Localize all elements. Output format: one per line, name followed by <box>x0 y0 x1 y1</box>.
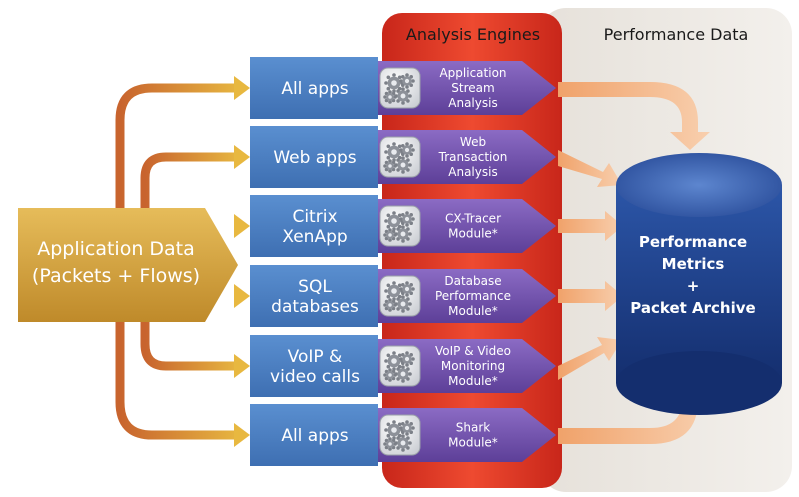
category-label: Web apps <box>273 148 356 168</box>
engine-label: Shark <box>456 421 491 435</box>
engine-label: Analysis <box>448 165 497 179</box>
storage-label-line-3: + <box>687 277 700 295</box>
category-box: All apps <box>250 404 378 466</box>
engine-label: Module* <box>448 304 498 318</box>
gears-icon <box>379 414 421 456</box>
engine-label: Monitoring <box>441 359 505 373</box>
feeder-arrowhead-3 <box>234 214 250 238</box>
engine-label: Web <box>460 135 486 149</box>
output-arrow-5 <box>558 337 622 380</box>
engine-label: VoIP & Video <box>435 344 511 358</box>
engine-label: Module* <box>448 227 498 241</box>
category-label: XenApp <box>282 227 347 247</box>
feeder-arrowhead-2 <box>234 145 250 169</box>
engine-label: CX-Tracer <box>445 212 501 226</box>
category-label: All apps <box>281 426 348 446</box>
category-label: video calls <box>270 367 360 387</box>
engine-label: Module* <box>448 374 498 388</box>
category-label: All apps <box>281 79 348 99</box>
feeder-arrowhead-4 <box>234 284 250 308</box>
database-cylinder: Performance Metrics + Packet Archive <box>616 153 782 415</box>
feeder-arrowhead-5 <box>234 354 250 378</box>
gears-icon <box>379 136 421 178</box>
engine-label: Analysis <box>448 96 497 110</box>
category-label: VoIP & <box>288 347 343 367</box>
feeder-arrowhead-1 <box>234 76 250 100</box>
category-box: Web apps <box>250 126 378 188</box>
source-label-line-1: Application Data <box>37 238 195 260</box>
category-label: Citrix <box>292 207 337 227</box>
gears-icon <box>379 67 421 109</box>
application-data-source: Application Data (Packets + Flows) <box>18 208 238 322</box>
category-label: SQL <box>298 277 332 297</box>
engine-label: Module* <box>448 436 498 450</box>
engine-label: Transaction <box>438 150 508 164</box>
source-label-line-2: (Packets + Flows) <box>32 265 200 287</box>
source-feeder-arrowheads <box>234 76 250 447</box>
output-arrow-2 <box>558 150 622 187</box>
output-arrow-3 <box>558 211 623 241</box>
analysis-engines-heading: Analysis Engines <box>406 25 540 44</box>
output-arrow-4 <box>558 281 623 311</box>
gears-icon <box>379 345 421 387</box>
feeder-arrow-6 <box>115 313 241 440</box>
feeder-arrow-1 <box>115 83 241 217</box>
engine-label: Application <box>439 66 506 80</box>
output-arrow-1 <box>558 82 710 150</box>
category-label: databases <box>271 297 359 317</box>
feeder-arrow-5 <box>140 313 241 371</box>
category-box: VoIP &video calls <box>250 335 378 397</box>
engine-label: Performance <box>435 289 511 303</box>
engine-label: Stream <box>451 81 494 95</box>
gears-icon <box>379 275 421 317</box>
feeder-arrow-2 <box>140 152 241 217</box>
storage-label-line-1: Performance <box>639 233 747 251</box>
performance-data-heading: Performance Data <box>604 25 749 44</box>
storage-label-line-4: Packet Archive <box>630 299 755 317</box>
storage-label-line-2: Metrics <box>662 255 725 273</box>
engine-label: Database <box>444 274 501 288</box>
feeder-arrowhead-6 <box>234 423 250 447</box>
category-box: All apps <box>250 57 378 119</box>
gears-icon <box>379 205 421 247</box>
